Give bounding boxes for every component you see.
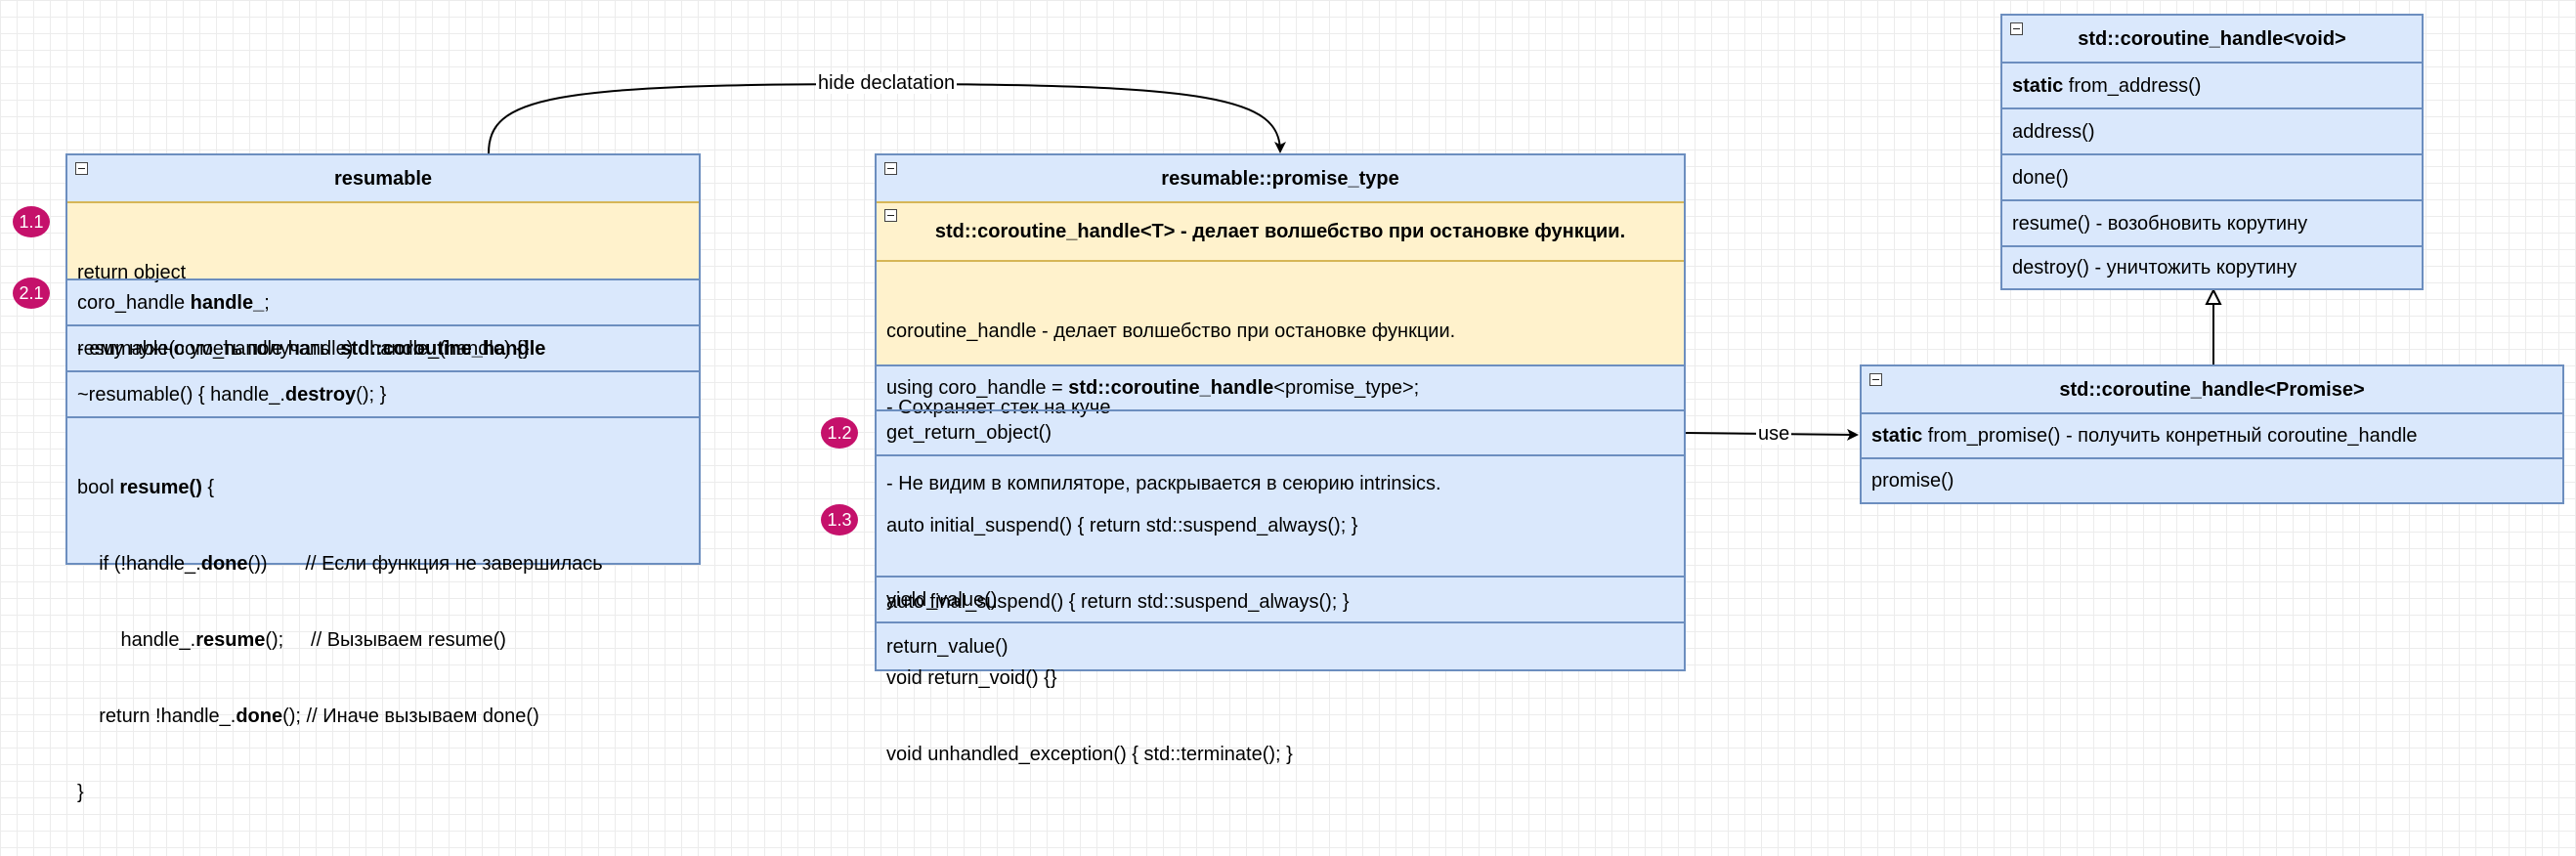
- handle-void-header[interactable]: std::coroutine_handle<void>: [2002, 16, 2422, 62]
- coroutine-handle-void-class[interactable]: std::coroutine_handle<void> static from_…: [2000, 14, 2424, 290]
- resumable-header[interactable]: resumable: [67, 155, 699, 201]
- address-method[interactable]: address(): [2002, 107, 2422, 153]
- step-marker-1-3: 1.3: [821, 504, 858, 535]
- class-title: resumable::promise_type: [1161, 167, 1399, 190]
- coroutine-handle-note-body[interactable]: coroutine_handle - делает волшебство при…: [877, 260, 1684, 494]
- done-method[interactable]: done(): [2002, 153, 2422, 199]
- destructor-method[interactable]: ~resumable() { handle_.destroy(); }: [67, 370, 699, 416]
- suspend-methods[interactable]: auto initial_suspend() { return std::sus…: [877, 454, 1684, 765]
- note-line: return object: [77, 262, 187, 283]
- handle-field[interactable]: coro_handle handle_;: [67, 278, 699, 324]
- collapse-icon[interactable]: [884, 209, 897, 222]
- collapse-icon[interactable]: [75, 162, 88, 175]
- code-line: void unhandled_exception() { std::termin…: [886, 744, 1293, 765]
- hide-declaration-label: hide declatation: [816, 72, 958, 94]
- code-line: return !handle_.done(); // Иначе вызывае…: [77, 706, 539, 727]
- handle-promise-header[interactable]: std::coroutine_handle<Promise>: [1862, 366, 2562, 412]
- code-line: handle_.resume(); // Вызываем resume(): [77, 629, 506, 651]
- note-title: std::coroutine_handle<T> - делает волшеб…: [934, 221, 1626, 242]
- class-title: std::coroutine_handle<void>: [2078, 27, 2346, 50]
- get-return-object-method[interactable]: get_return_object(): [877, 409, 1684, 454]
- step-marker-1-2: 1.2: [821, 417, 858, 449]
- use-label: use: [1756, 423, 1792, 445]
- note-line: - Не видим в компиляторе, раскрывается в…: [886, 473, 1441, 494]
- inheritance-arrowhead: [2205, 287, 2222, 305]
- return-value-method[interactable]: return_value(): [877, 621, 1684, 669]
- yield-value-method[interactable]: yield_value(): [877, 576, 1684, 621]
- note-line: - Сохраняет стек на куче: [886, 397, 1111, 418]
- promise-type-header[interactable]: resumable::promise_type: [877, 155, 1684, 201]
- collapse-icon[interactable]: [884, 162, 897, 175]
- note-line: coroutine_handle - делает волшебство при…: [886, 321, 1456, 342]
- from-address-method[interactable]: static from_address(): [2002, 62, 2422, 107]
- collapse-icon[interactable]: [2010, 22, 2023, 35]
- from-promise-method[interactable]: static from_promise() - получить конретн…: [1862, 412, 2562, 457]
- class-title: std::coroutine_handle<Promise>: [2059, 378, 2365, 401]
- promise-type-class[interactable]: resumable::promise_type std::coroutine_h…: [875, 153, 1686, 765]
- step-marker-1-1: 1.1: [13, 206, 50, 237]
- code-line: }: [77, 782, 84, 803]
- return-object-note[interactable]: return object - ему нужно уметь получать…: [67, 201, 699, 360]
- promise-method[interactable]: promise(): [1862, 457, 2562, 502]
- hide-declaration-edge: [488, 82, 1286, 154]
- class-title: resumable: [333, 167, 433, 190]
- using-alias[interactable]: using coro_handle = std::coroutine_handl…: [877, 364, 1684, 409]
- coroutine-handle-promise-class[interactable]: std::coroutine_handle<Promise> static fr…: [1860, 364, 2564, 504]
- code-line: bool resume() {: [77, 477, 215, 498]
- step-marker-2-1: 2.1: [13, 278, 50, 309]
- resumable-class[interactable]: resumable return object - ему нужно умет…: [65, 153, 701, 803]
- resume-method[interactable]: bool resume() { if (!handle_.done()) // …: [67, 416, 699, 803]
- collapse-icon[interactable]: [1869, 373, 1882, 386]
- coroutine-handle-note-header[interactable]: std::coroutine_handle<T> - делает волшеб…: [877, 201, 1684, 260]
- code-line: auto initial_suspend() { return std::sus…: [886, 515, 1358, 536]
- note-line: - ему нужно уметь получать std::coroutin…: [77, 338, 546, 360]
- destroy-method[interactable]: destroy() - уничтожить корутину: [2002, 245, 2422, 288]
- resume-method[interactable]: resume() - возобновить корутину: [2002, 199, 2422, 245]
- constructor-method[interactable]: resumable(coro_handle handle) : handle_(…: [67, 324, 699, 370]
- code-line: if (!handle_.done()) // Если функция не …: [77, 553, 603, 575]
- code-line: auto final_suspend() { return std::suspe…: [886, 591, 1350, 613]
